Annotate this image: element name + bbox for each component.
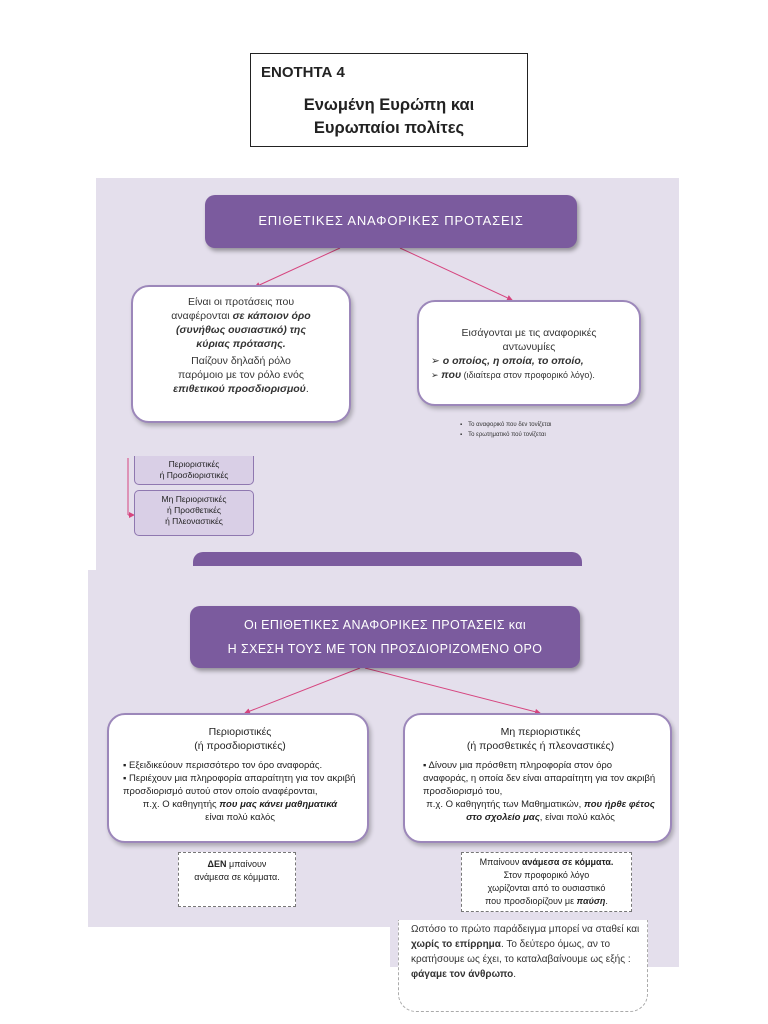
- restrictive-comma-note: ΔΕΝ μπαίνουν ανάμεσα σε κόμματα.: [178, 852, 296, 907]
- definition-line: αναφέρονται σε κάποιον όρο: [171, 310, 311, 322]
- section2-header: Οι ΕΠΙΘΕΤΙΚΕΣ ΑΝΑΦΟΡΙΚΕΣ ΠΡΟΤΑΣΕΙΣ και Η…: [190, 606, 580, 668]
- nonrestrictive-bullets: ▪ Δίνουν μια πρόσθετη πληροφορία στον όρ…: [423, 759, 658, 798]
- restrictive-card: Περιοριστικές (ή προσδιοριστικές) ▪ Εξει…: [107, 713, 369, 843]
- connector-line: [244, 667, 361, 714]
- definition-line: παρόμοιο με τον ρόλο ενός: [178, 369, 304, 381]
- header-fragment: [193, 552, 582, 566]
- pronouns-line: αντωνυμίες: [502, 341, 556, 353]
- restrictive-title: Περιοριστικές (ή προσδιοριστικές): [194, 726, 286, 752]
- accent-note: Το αναφορικό που δεν τονίζεται: [460, 420, 551, 430]
- pronoun-bullet: ➢ που (ιδιαίτερα στον προφορικό λόγο).: [431, 369, 595, 381]
- unit-label: ΕΝΟΤΗΤΑ 4: [261, 64, 345, 81]
- accent-note: Το ερωτηματικό πού τονίζεται: [460, 430, 551, 440]
- definition-line: επιθετικού προσδιορισμού.: [173, 383, 309, 395]
- nonrestrictive-card: Μη περιοριστικές (ή προσθετικές ή πλεονα…: [403, 713, 672, 843]
- restrictive-bullets: ▪ Εξειδικεύουν περισσότερο τον όρο αναφο…: [123, 759, 357, 798]
- nonrestrictive-type-box: Μη Περιοριστικές ή Προσθετικές ή Πλεονασ…: [134, 490, 254, 536]
- unit-title-box: ΕΝΟΤΗΤΑ 4 Ενωμένη Ευρώπη και Ευρωπαίοι π…: [250, 53, 528, 147]
- accent-notes: Το αναφορικό που δεν τονίζεται Το ερωτημ…: [460, 420, 551, 440]
- pronoun-bullet: ➢ ο οποίος, η οποία, το οποίο,: [431, 355, 584, 367]
- definition-card: Είναι οι προτάσεις που αναφέρονται σε κά…: [131, 285, 351, 423]
- list-item: ▪ Περιέχουν μια πληροφορία απαραίτητη γι…: [123, 773, 356, 797]
- restrictive-example: π.χ. Ο καθηγητής που μας κάνει μαθηματικ…: [142, 799, 338, 823]
- list-item: ▪ Εξειδικεύουν περισσότερο τον όρο αναφο…: [123, 760, 323, 771]
- nonrestrictive-example: π.χ. Ο καθηγητής των Μαθηματικών, που ήρ…: [426, 799, 655, 823]
- connector-line: [364, 667, 541, 715]
- unit-title: Ενωμένη Ευρώπη και Ευρωπαίοι πολίτες: [251, 94, 527, 140]
- definition-line: Είναι οι προτάσεις που: [187, 296, 295, 308]
- connector-line: [399, 247, 513, 301]
- unit-title-line2: Ευρωπαίοι πολίτες: [313, 119, 465, 137]
- nonrestrictive-comma-note: Μπαίνουν ανάμεσα σε κόμματα. Στον προφορ…: [461, 852, 632, 912]
- connector-line: [254, 247, 341, 288]
- definition-line: κύριας πρότασης.: [196, 338, 286, 350]
- pronouns-card: Εισάγονται με τις αναφορικές αντωνυμίες …: [417, 300, 641, 406]
- closing-remark: Ωστόσο το πρώτο παράδειγμα μπορεί να στα…: [398, 920, 648, 1012]
- definition-line: Παίζουν δηλαδή ρόλο: [191, 355, 291, 367]
- unit-title-line1: Ενωμένη Ευρώπη και: [303, 96, 475, 114]
- arrow-bullet-icon: ➢: [431, 370, 439, 380]
- list-item: ▪ Δίνουν μια πρόσθετη πληροφορία στον όρ…: [423, 760, 656, 797]
- section1-header: ΕΠΙΘΕΤΙΚΕΣ ΑΝΑΦΟΡΙΚΕΣ ΠΡΟΤΑΣΕΙΣ: [205, 195, 577, 248]
- arrow-bullet-icon: ➢: [431, 355, 440, 367]
- nonrestrictive-title: Μη περιοριστικές (ή προσθετικές ή πλεονα…: [466, 726, 615, 752]
- restrictive-type-box: Περιοριστικές ή Προσδιοριστικές: [134, 456, 254, 485]
- pronouns-line: Εισάγονται με τις αναφορικές: [461, 327, 597, 339]
- definition-line: (συνήθως ουσιαστικό) της: [176, 324, 306, 336]
